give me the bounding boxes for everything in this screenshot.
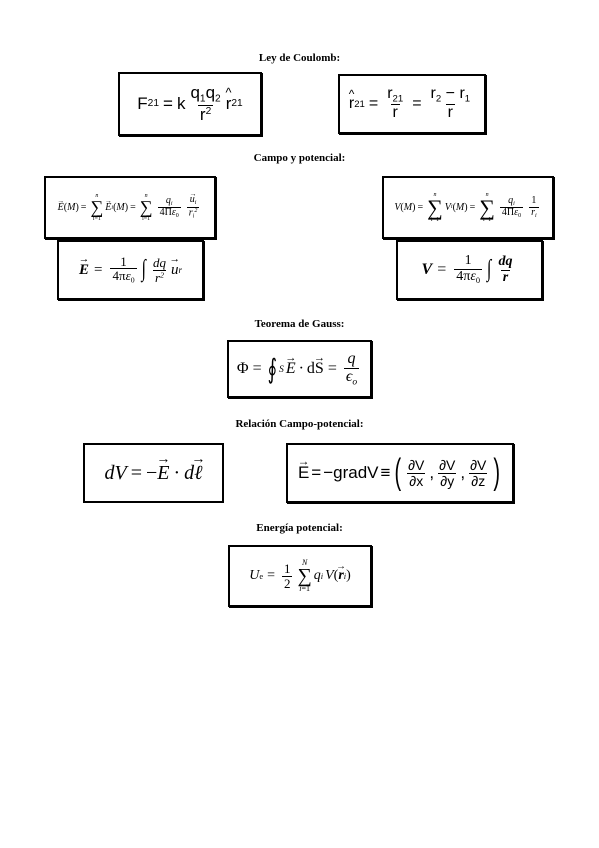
heading-coulomb: Ley de Coulomb:: [258, 52, 341, 64]
formula-gauss-law: Φ = ∮S E · dS = qϵo: [227, 340, 372, 398]
formula-energy: Ue = 12 N∑i=1 qi V (ri): [228, 545, 372, 607]
heading-energia: Energía potencial:: [256, 522, 343, 534]
formula-dv: dV = −E · dℓ: [83, 443, 224, 503]
heading-campo: Campo y potencial:: [253, 152, 346, 164]
heading-gauss: Teorema de Gauss:: [254, 318, 345, 330]
heading-relacion: Relación Campo-potencial:: [235, 418, 364, 430]
